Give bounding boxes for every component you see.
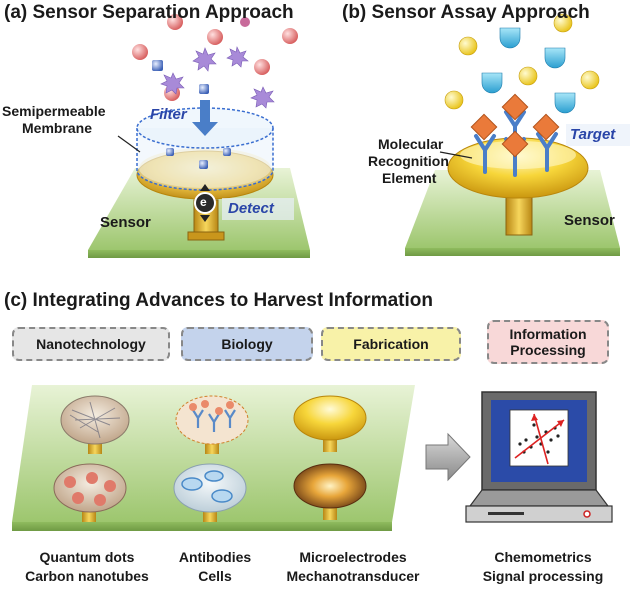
sensor-label-a: Sensor [100,214,151,231]
caption-line2: Carbon nanotubes [25,568,149,584]
electrode-post [505,194,533,236]
scatter-plot-screen [509,409,569,467]
microelectrode-disk [293,395,367,452]
category-nanotechnology: Nanotechnology [12,327,170,361]
target-label: Target [570,126,616,143]
caption-biology: Antibodies Cells [165,548,265,586]
carbon-nanotubes-disk [53,463,127,522]
caption-line2: Signal processing [482,568,604,584]
quantum-dots-disk [60,395,130,454]
caption-nanotechnology: Quantum dots Carbon nanotubes [22,548,152,586]
filter-arrow [192,100,218,136]
category-fabrication: Fabrication [321,327,461,361]
detect-label: Detect [228,200,274,217]
mre-label-line2: Recognition [368,153,449,169]
analyte-particles [132,14,298,169]
caption-information-processing: Chemometrics Signal processing [468,548,618,586]
panel-a-title: (a) Sensor Separation Approach [4,2,294,23]
membrane-label-line2: Membrane [22,120,93,136]
caption-line1: Antibodies [178,549,252,565]
filter-label: Filter [150,106,187,123]
panel-a-sensor [88,14,310,258]
electron-icon [194,192,216,214]
caption-line1: Microelectrodes [299,549,407,565]
category-biology: Biology [181,327,313,361]
laptop-icon [465,391,613,523]
mechanotransducer-disk [293,463,367,520]
sensor-label-b: Sensor [564,212,615,229]
caption-line2: Cells [198,568,232,584]
panel-c-title: (c) Integrating Advances to Harvest Info… [4,290,433,311]
caption-line1: Chemometrics [494,549,592,565]
mre-label-line1: Molecular [378,136,444,152]
sample-molecules [444,13,600,114]
membrane-label-line1: Semipermeable [2,103,106,119]
process-arrow [425,432,471,482]
electron-label: e [200,195,207,209]
category-information-processing: Information Processing [487,320,609,364]
panel-b-title: (b) Sensor Assay Approach [342,2,590,23]
panel-b-sensor [405,13,630,256]
cells-disk [173,463,247,522]
caption-line1: Quantum dots [39,549,135,565]
panel-c-integration [12,385,613,531]
caption-fabrication: Microelectrodes Mechanotransducer [278,548,428,586]
antibodies-disk [175,395,249,454]
mre-label-line3: Element [382,170,437,186]
caption-line2: Mechanotransducer [286,568,420,584]
target-molecules [470,93,560,158]
